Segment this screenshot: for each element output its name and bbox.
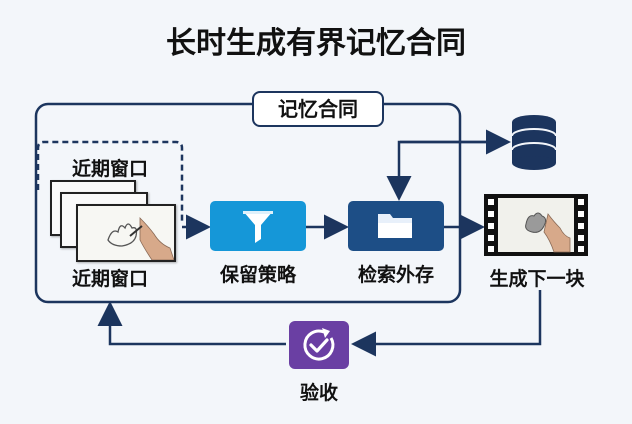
verify-label: 验收: [299, 382, 338, 404]
external-store-node: [348, 201, 444, 251]
recent-window-dashed-box: [36, 140, 184, 222]
arrow-db-to-store: [386, 140, 508, 201]
generate-next-chunk-label: 生成下一块: [489, 268, 585, 290]
retention-policy-label: 保留策略: [219, 264, 296, 286]
check-cycle-icon: [303, 328, 335, 361]
memory-contract-frame: [34, 102, 462, 304]
arrow-verify-to-memory: [97, 301, 286, 346]
page-title: 长时生成有界记忆合同: [166, 26, 466, 61]
film-strip-icon: [484, 194, 588, 256]
recent-frames-stack: [50, 180, 178, 262]
memory-contract-label: 记忆合同: [252, 91, 384, 127]
sketch-frame: [76, 204, 176, 262]
funnel-icon: [243, 211, 273, 243]
external-store-label: 检索外存: [357, 264, 434, 286]
folder-icon: [378, 214, 412, 238]
hand-drawing-icon: [107, 217, 175, 261]
database-icon: [510, 114, 558, 172]
verify-node: [289, 321, 349, 369]
recent-window-bottom-label: 近期窗口: [71, 268, 148, 290]
retention-policy-node: [210, 201, 306, 251]
arrow-output-to-verify: [351, 290, 542, 357]
recent-window-top-label: 近期窗口: [71, 158, 148, 180]
